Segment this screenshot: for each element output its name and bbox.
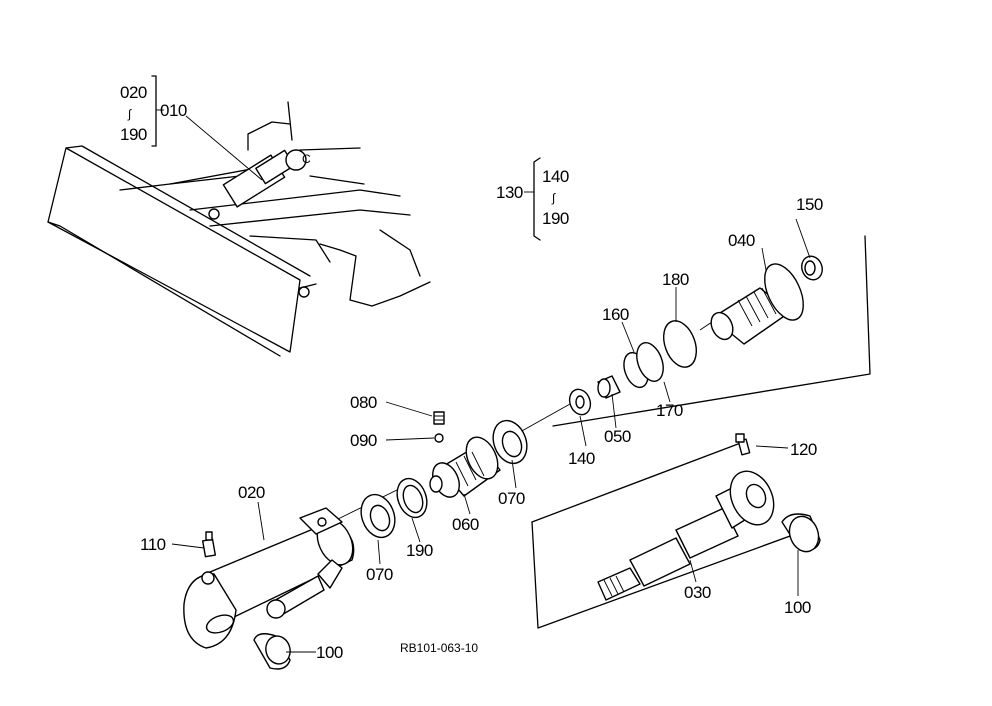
label-190-top: 190 xyxy=(120,125,147,144)
label-190: 190 xyxy=(406,541,433,560)
label-070-left: 070 xyxy=(366,565,393,584)
piston-rod-030 xyxy=(597,470,775,601)
seal-070-right xyxy=(492,419,528,465)
label-130: 130 xyxy=(496,183,523,202)
seal-140 xyxy=(568,388,592,416)
label-150: 150 xyxy=(796,195,823,214)
seal-070-left xyxy=(360,493,396,539)
frame-upper xyxy=(552,235,871,427)
label-100-right: 100 xyxy=(784,598,811,617)
inset-c-label: C xyxy=(302,152,311,166)
bracket-130 xyxy=(533,157,541,241)
ring-190 xyxy=(396,477,428,519)
label-190-bracket: 190 xyxy=(542,209,569,228)
label-100-left: 100 xyxy=(316,643,343,662)
label-030: 030 xyxy=(684,583,711,602)
drawing-code: RB101-063-10 xyxy=(400,641,478,655)
piston-060 xyxy=(429,436,501,498)
o-ring-180 xyxy=(662,320,698,368)
label-170: 170 xyxy=(656,401,683,420)
label-070-right: 070 xyxy=(498,489,525,508)
frame-lower xyxy=(531,521,813,629)
label-080: 080 xyxy=(350,393,377,412)
label-040: 040 xyxy=(728,231,755,250)
bracket-020-190 xyxy=(151,75,157,147)
label-120: 120 xyxy=(790,440,817,459)
grease-nipple-110 xyxy=(201,531,217,558)
leader-lines xyxy=(171,218,811,653)
label-160: 160 xyxy=(602,305,629,324)
cylinder-head-040 xyxy=(710,263,804,345)
label-140-bracket: 140 xyxy=(542,167,569,186)
part-labels: 010 020 ∫ 190 130 140 ∫ 190 150 040 180 … xyxy=(120,83,823,662)
plug-080 xyxy=(433,411,445,425)
leader-010 xyxy=(185,115,263,181)
wiper-150 xyxy=(801,255,823,281)
label-180: 180 xyxy=(662,270,689,289)
grease-nipple-120 xyxy=(735,433,751,456)
label-020-top: 020 xyxy=(120,83,147,102)
label-tilde-mid: ∫ xyxy=(551,191,556,205)
label-tilde-top: ∫ xyxy=(127,107,132,121)
backup-ring-170 xyxy=(636,342,664,382)
bushing-100-right xyxy=(781,513,821,553)
label-020: 020 xyxy=(238,483,265,502)
ball-090 xyxy=(434,433,444,443)
cylinder-tube-020 xyxy=(183,507,355,649)
label-060: 060 xyxy=(452,515,479,534)
bushing-050 xyxy=(597,375,621,399)
bushing-100-left xyxy=(253,633,291,670)
label-090: 090 xyxy=(350,431,377,450)
label-110: 110 xyxy=(140,535,166,554)
blade-overview: C xyxy=(47,101,431,357)
label-140: 140 xyxy=(568,449,595,468)
label-050: 050 xyxy=(604,427,631,446)
label-010: 010 xyxy=(160,101,187,120)
